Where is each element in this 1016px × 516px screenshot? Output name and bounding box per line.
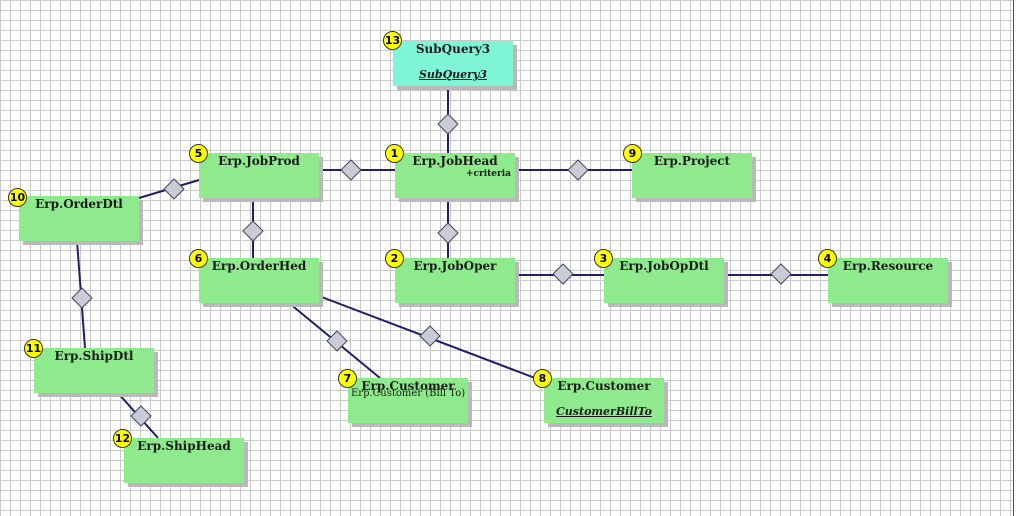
node-number-badge: 3 (594, 249, 613, 268)
node-number-badge: 13 (383, 31, 402, 50)
node-number-badge: 4 (818, 249, 837, 268)
node-erp-customer-billto[interactable]: Erp.Customer CustomerBillTo (544, 378, 664, 423)
node-erp-jobprod[interactable]: Erp.JobProd (199, 153, 319, 198)
node-erp-jobhead[interactable]: Erp.JobHead +criteria (395, 153, 515, 198)
join-diamond-icon[interactable] (242, 220, 264, 242)
node-subtitle: SubQuery3 (418, 68, 488, 81)
join-diamond-icon[interactable] (130, 405, 152, 427)
node-erp-orderhed[interactable]: Erp.OrderHed (199, 258, 319, 303)
join-diamond-icon[interactable] (163, 178, 185, 200)
node-erp-project[interactable]: Erp.Project (632, 153, 752, 198)
node-number-badge: 10 (8, 188, 27, 207)
join-diamond-icon[interactable] (71, 287, 93, 309)
node-erp-customer-bill-to[interactable]: Erp.Customer Erp.Customer (Bill To) (348, 378, 468, 423)
node-number-badge: 2 (385, 249, 404, 268)
node-number-badge: 6 (189, 249, 208, 268)
node-subtitle: CustomerBillTo (556, 405, 652, 418)
node-title: Erp.OrderDtl (35, 197, 123, 211)
join-diamond-icon[interactable] (340, 159, 362, 181)
canvas-right-edge (1013, 0, 1016, 516)
node-alias: Erp.Customer (Bill To) (351, 388, 466, 399)
node-number-badge: 9 (623, 144, 642, 163)
node-title: Erp.JobOpDtl (619, 259, 709, 273)
node-title: Erp.JobOper (413, 259, 497, 273)
node-number-badge: 12 (113, 429, 132, 448)
node-number-badge: 7 (338, 369, 357, 388)
node-subquery3[interactable]: SubQuery3 SubQuery3 (393, 41, 513, 86)
node-title: Erp.Project (653, 154, 731, 168)
node-title: Erp.OrderHed (211, 259, 307, 273)
node-erp-resource[interactable]: Erp.Resource (828, 258, 948, 303)
node-number-badge: 8 (533, 369, 552, 388)
node-number-badge: 1 (385, 144, 404, 163)
join-diamond-icon[interactable] (326, 330, 348, 352)
node-erp-shiphead[interactable]: Erp.ShipHead (124, 438, 244, 483)
join-diamond-icon[interactable] (567, 159, 589, 181)
join-diamond-icon[interactable] (552, 263, 574, 285)
node-number-badge: 11 (24, 339, 43, 358)
node-title: Erp.JobProd (218, 154, 300, 168)
node-title: Erp.ShipDtl (54, 349, 134, 363)
node-erp-orderdtl[interactable]: Erp.OrderDtl (19, 196, 139, 241)
node-criteria: +criteria (465, 169, 511, 179)
node-erp-shipdtl[interactable]: Erp.ShipDtl (34, 348, 154, 393)
join-diamond-icon[interactable] (770, 263, 792, 285)
node-title: Erp.JobHead (412, 154, 498, 168)
node-erp-jobopdtl[interactable]: Erp.JobOpDtl (604, 258, 724, 303)
node-erp-joboper[interactable]: Erp.JobOper (395, 258, 515, 303)
join-diamond-icon[interactable] (419, 325, 441, 347)
node-title: Erp.Resource (842, 259, 934, 273)
node-title: Erp.ShipHead (137, 439, 231, 453)
node-title: Erp.Customer (361, 379, 455, 393)
node-number-badge: 5 (189, 144, 208, 163)
node-title: SubQuery3 (415, 42, 491, 56)
join-diamond-icon[interactable] (437, 113, 459, 135)
node-title: Erp.Customer (557, 379, 651, 393)
join-diamond-icon[interactable] (437, 222, 459, 244)
